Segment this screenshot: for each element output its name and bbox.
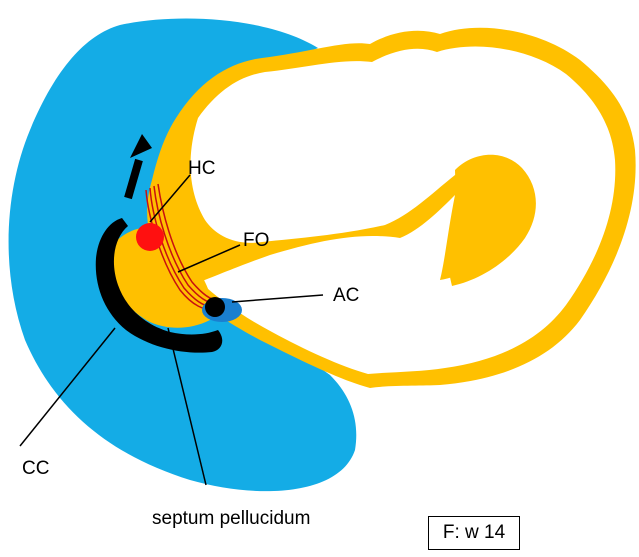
stage-label: F: w 14 bbox=[443, 522, 505, 544]
label-cc: CC bbox=[22, 458, 49, 480]
label-fo: FO bbox=[243, 230, 269, 252]
label-septum-pellucidum: septum pellucidum bbox=[152, 508, 310, 530]
hippocampal-commissure bbox=[136, 223, 164, 251]
anterior-commissure bbox=[205, 297, 225, 317]
label-hc: HC bbox=[188, 158, 215, 180]
stage-label-box: F: w 14 bbox=[428, 516, 520, 550]
label-ac: AC bbox=[333, 285, 359, 307]
